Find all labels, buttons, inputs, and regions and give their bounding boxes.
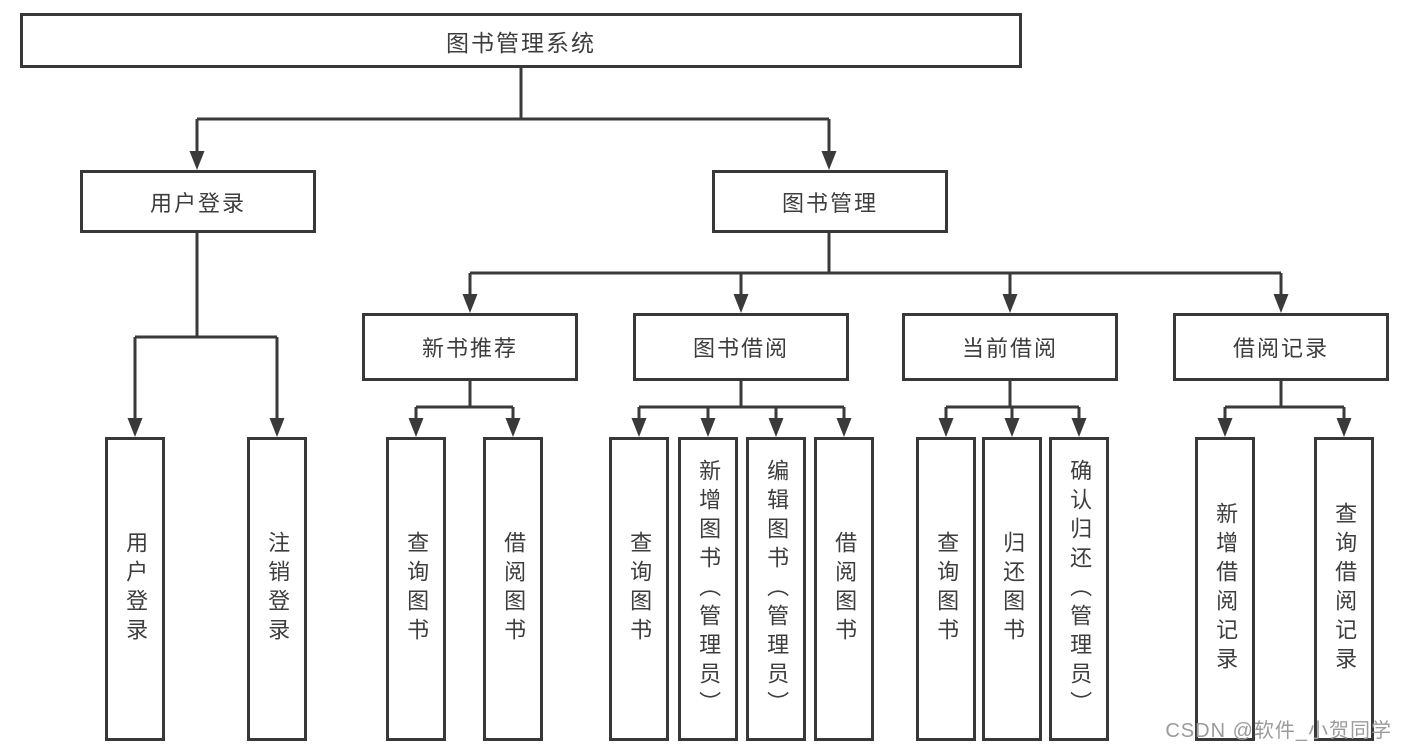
node-user-login: 用户登录	[80, 170, 316, 233]
node-leaf-borrow-book: 借阅图书	[814, 437, 874, 741]
node-leaf-logout-label: 注销登录	[265, 531, 291, 647]
node-new-book-recommend: 新书推荐	[362, 313, 578, 381]
node-book-borrow: 图书借阅	[633, 313, 849, 381]
node-leaf-recommend-query-book-label: 查询图书	[404, 531, 430, 647]
node-borrow-record-label: 借阅记录	[1232, 336, 1329, 361]
node-book-management-label: 图书管理	[781, 190, 878, 216]
node-leaf-current-query-book: 查询图书	[916, 437, 976, 741]
node-leaf-confirm-return-admin-label: 确认归还（管理员）	[1067, 458, 1093, 720]
node-leaf-query-borrow-record: 查询借阅记录	[1314, 437, 1374, 741]
node-book-borrow-label: 图书借阅	[692, 336, 789, 361]
node-leaf-add-borrow-record-label: 新增借阅记录	[1213, 502, 1239, 676]
node-leaf-edit-book-admin: 编辑图书（管理员）	[746, 437, 806, 741]
node-leaf-recommend-borrow-book-label: 借阅图书	[501, 531, 527, 647]
node-leaf-return-book: 归还图书	[982, 437, 1042, 741]
node-current-borrow-label: 当前借阅	[961, 336, 1058, 361]
node-leaf-borrow-book-label: 借阅图书	[832, 531, 858, 647]
node-leaf-recommend-borrow-book: 借阅图书	[483, 437, 543, 741]
node-leaf-recommend-query-book: 查询图书	[386, 437, 446, 741]
node-new-book-recommend-label: 新书推荐	[421, 336, 518, 361]
node-leaf-add-book-admin-label: 新增图书（管理员）	[696, 458, 722, 720]
node-current-borrow: 当前借阅	[902, 313, 1118, 381]
node-leaf-logout: 注销登录	[247, 437, 307, 741]
node-leaf-user-login: 用户登录	[105, 437, 165, 741]
node-leaf-add-book-admin: 新增图书（管理员）	[678, 437, 738, 741]
node-leaf-confirm-return-admin: 确认归还（管理员）	[1049, 437, 1109, 741]
node-borrow-record: 借阅记录	[1173, 313, 1389, 381]
node-leaf-user-login-label: 用户登录	[123, 531, 149, 647]
node-user-login-label: 用户登录	[149, 190, 246, 216]
node-leaf-borrow-query-book-label: 查询图书	[627, 531, 653, 647]
node-leaf-add-borrow-record: 新增借阅记录	[1195, 437, 1255, 741]
node-book-management: 图书管理	[712, 170, 948, 233]
csdn-watermark: CSDN @软件_小贺同学	[1165, 720, 1392, 742]
node-leaf-query-borrow-record-label: 查询借阅记录	[1332, 502, 1358, 676]
node-root-system: 图书管理系统	[20, 13, 1022, 68]
node-leaf-borrow-query-book: 查询图书	[609, 437, 669, 741]
node-leaf-edit-book-admin-label: 编辑图书（管理员）	[764, 458, 790, 720]
node-root-label: 图书管理系统	[446, 29, 596, 56]
node-leaf-return-book-label: 归还图书	[1000, 531, 1026, 647]
node-leaf-current-query-book-label: 查询图书	[934, 531, 960, 647]
